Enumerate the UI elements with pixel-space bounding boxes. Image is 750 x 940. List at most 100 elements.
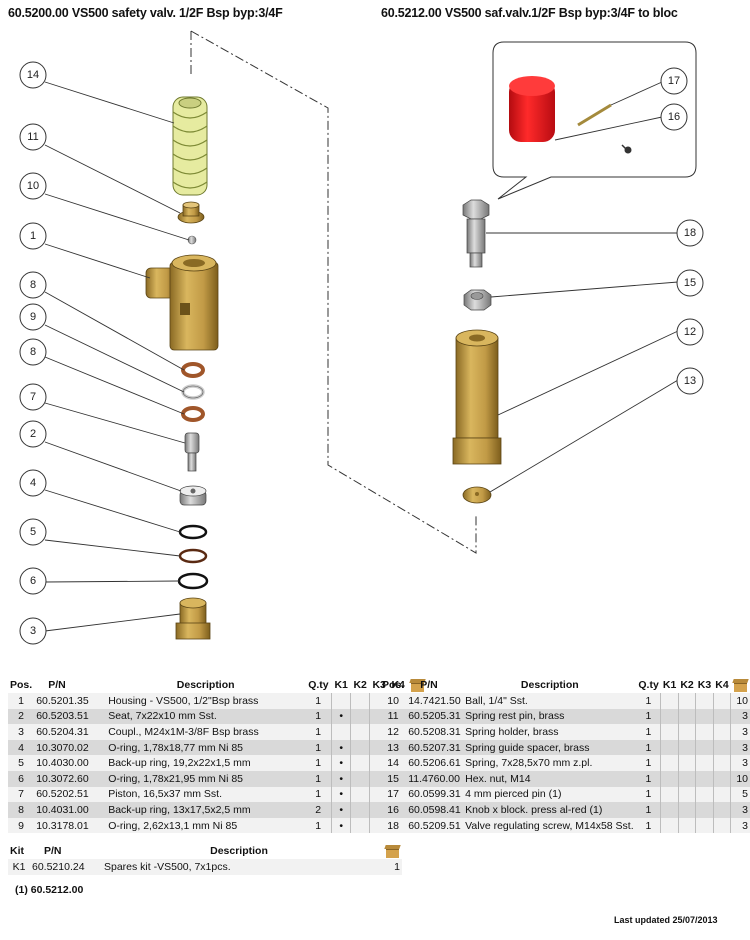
cell-k2: [350, 724, 370, 740]
cell-qty: 1: [305, 786, 332, 803]
callout-9: 9: [19, 303, 47, 331]
cell-k3: [695, 817, 714, 834]
cell-stock: 3: [730, 739, 750, 756]
col-pn: P/N: [44, 845, 62, 857]
svg-text:8: 8: [30, 279, 36, 291]
cell-pos: 6: [8, 770, 35, 787]
cell-pn: 60.5209.51: [406, 817, 464, 834]
cell-k1: •: [331, 770, 351, 787]
cell-k4: [712, 770, 731, 787]
cell-k4: [712, 739, 731, 756]
cell-k4: [712, 708, 731, 725]
cell-k3: [695, 786, 714, 803]
svg-text:13: 13: [684, 375, 696, 387]
part-spring-holder: [452, 329, 502, 465]
part-spring: [172, 96, 208, 196]
diagram-title-right: 60.5212.00 VS500 saf.valv.1/2F Bsp byp:3…: [381, 6, 678, 20]
callout-left-group: 14 11 10 1 8 9 8 7 2 4 5 6 3: [19, 61, 47, 645]
part-hex-nut: [463, 289, 492, 311]
cell-qty: 1: [636, 802, 661, 818]
assembly-axis-line: [190, 30, 477, 554]
svg-text:18: 18: [684, 227, 696, 239]
box-icon: [384, 845, 401, 859]
svg-text:15: 15: [684, 277, 696, 289]
col-qty: Q.ty: [638, 679, 659, 691]
cell-k2: [350, 739, 370, 756]
cell-qty: 1: [305, 817, 332, 834]
part-spring-guide-spacer: [462, 486, 492, 504]
cell-pn: 60.0598.41: [406, 802, 464, 818]
col-k4: K4: [391, 679, 405, 691]
col-k3: K3: [697, 679, 712, 691]
cell-description: 4 mm pierced pin (1): [463, 786, 637, 803]
cell-pn: 60.0599.31: [406, 786, 464, 803]
cell-pos: 10: [380, 693, 407, 709]
cell-stock: 3: [730, 802, 750, 818]
callout-2: 2: [19, 420, 47, 448]
table-header: Pos. P/N Description Q.ty K1 K2 K3 K4: [8, 677, 434, 693]
cell-k1: •: [331, 708, 351, 725]
cell-description: Coupl., M24x1M-3/8F Bsp brass: [106, 724, 306, 740]
svg-text:11: 11: [27, 131, 38, 143]
cell-description: Spring, 7x28,5x70 mm z.pl.: [463, 755, 637, 771]
callout-5: 5: [19, 518, 47, 546]
cell-k1: •: [331, 817, 351, 834]
cell-qty: 1: [305, 770, 332, 787]
cell-qty: 1: [305, 755, 332, 771]
callout-8b: 8: [19, 338, 47, 366]
svg-text:8: 8: [30, 346, 36, 358]
callout-13: 13: [676, 367, 704, 395]
col-stock: [408, 677, 435, 693]
kit-description: Spares kit -VS500, 7x1pcs.: [102, 859, 376, 875]
part-pierced-pin: [577, 103, 612, 127]
cell-description: Hex. nut, M14: [463, 770, 637, 787]
cell-description: Ball, 1/4" Sst.: [463, 693, 637, 709]
cell-pos: 13: [380, 739, 407, 756]
cell-qty: 1: [636, 817, 661, 834]
cell-k2: [350, 786, 370, 803]
svg-text:12: 12: [684, 326, 696, 338]
cell-qty: 2: [305, 802, 332, 818]
cell-pos: 2: [8, 708, 35, 725]
part-housing: [145, 254, 219, 351]
cell-description: Spring holder, brass: [463, 724, 637, 740]
cell-k2: [350, 802, 370, 818]
cell-stock: 10: [730, 693, 750, 709]
cell-stock: 3: [730, 724, 750, 740]
col-k3: K3: [372, 679, 386, 691]
part-backup-ring: [178, 548, 208, 564]
cell-qty: 1: [636, 708, 661, 725]
part-piston: [184, 432, 200, 472]
cell-qty: 1: [305, 693, 332, 709]
cell-k1: [331, 693, 351, 709]
cell-qty: 1: [636, 739, 661, 756]
cell-k1: [660, 755, 679, 771]
part-backup-ring: [181, 362, 205, 378]
part-seat: [179, 485, 207, 506]
svg-text:16: 16: [668, 111, 680, 123]
cell-pos: 3: [8, 724, 35, 740]
cell-k4: [712, 724, 731, 740]
cell-k2: [677, 817, 696, 834]
table-header: Pos. P/N Description Q.ty K1 K2 K3 K4: [380, 677, 750, 693]
part-oring: [177, 572, 209, 590]
col-pos: Pos.: [10, 679, 33, 691]
kit-stock: 1: [376, 859, 402, 875]
callout-15: 15: [676, 269, 704, 297]
callout-3: 3: [19, 617, 47, 645]
callout-17: 17: [660, 67, 688, 95]
part-coupling: [175, 597, 211, 640]
callout-12: 12: [676, 318, 704, 346]
cell-description: Valve regulating screw, M14x58 Sst.: [463, 817, 637, 834]
cell-pos: 9: [8, 817, 35, 834]
cell-pn: 10.3178.01: [34, 817, 107, 834]
